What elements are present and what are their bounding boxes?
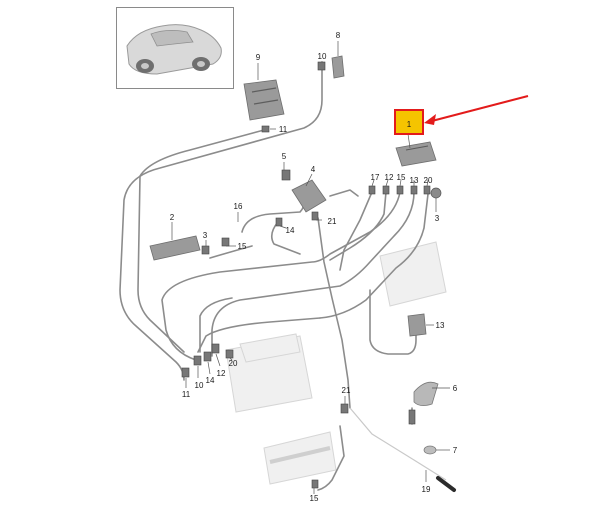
leader-lines (171, 41, 450, 494)
callout-1: 1 (407, 120, 412, 129)
highlight-part-1 (394, 95, 529, 135)
callout-21-lower: 21 (342, 386, 351, 395)
callout-3-left: 3 (203, 231, 208, 240)
callout-6: 6 (453, 384, 458, 393)
callout-11-top: 11 (279, 125, 288, 134)
callout-21-mid: 21 (328, 217, 337, 226)
highlight-arrow-shaft (427, 95, 529, 123)
callout-19: 19 (422, 485, 431, 494)
callout-15-mid: 15 (238, 242, 247, 251)
callout-13-top: 13 (410, 176, 419, 185)
callout-11-bottom: 11 (182, 390, 191, 399)
parts (149, 55, 456, 492)
callout-9: 9 (256, 53, 261, 62)
car-thumbnail-icon (126, 24, 222, 75)
callout-10-bottom: 10 (195, 381, 204, 390)
callout-3-right: 3 (435, 214, 440, 223)
callout-15-top: 15 (397, 173, 406, 182)
callout-7: 7 (453, 446, 458, 455)
callout-13-right: 13 (436, 321, 445, 330)
callout-12-top: 12 (385, 173, 394, 182)
callout-20-top: 20 (424, 176, 433, 185)
callout-4: 4 (311, 165, 316, 174)
callout-14-bottom: 14 (206, 376, 215, 385)
callout-20-bottom: 20 (229, 359, 238, 368)
highlight-box (394, 109, 424, 135)
callout-16: 16 (234, 202, 243, 211)
wiring-loom (119, 65, 447, 491)
vehicle-thumbnail (116, 7, 234, 89)
callout-2: 2 (170, 213, 175, 222)
callout-5: 5 (282, 152, 287, 161)
callout-10-top: 10 (318, 52, 327, 61)
callout-14-mid: 14 (286, 226, 295, 235)
ghost-components (225, 241, 447, 485)
callout-15-bottom: 15 (310, 494, 319, 503)
callout-labels: 1 2 3 3 4 5 6 7 8 9 10 10 11 11 12 12 13… (170, 31, 458, 503)
callout-17: 17 (371, 173, 380, 182)
callout-8: 8 (336, 31, 341, 40)
callout-12-bottom: 12 (217, 369, 226, 378)
arrow-head-icon (424, 114, 436, 125)
